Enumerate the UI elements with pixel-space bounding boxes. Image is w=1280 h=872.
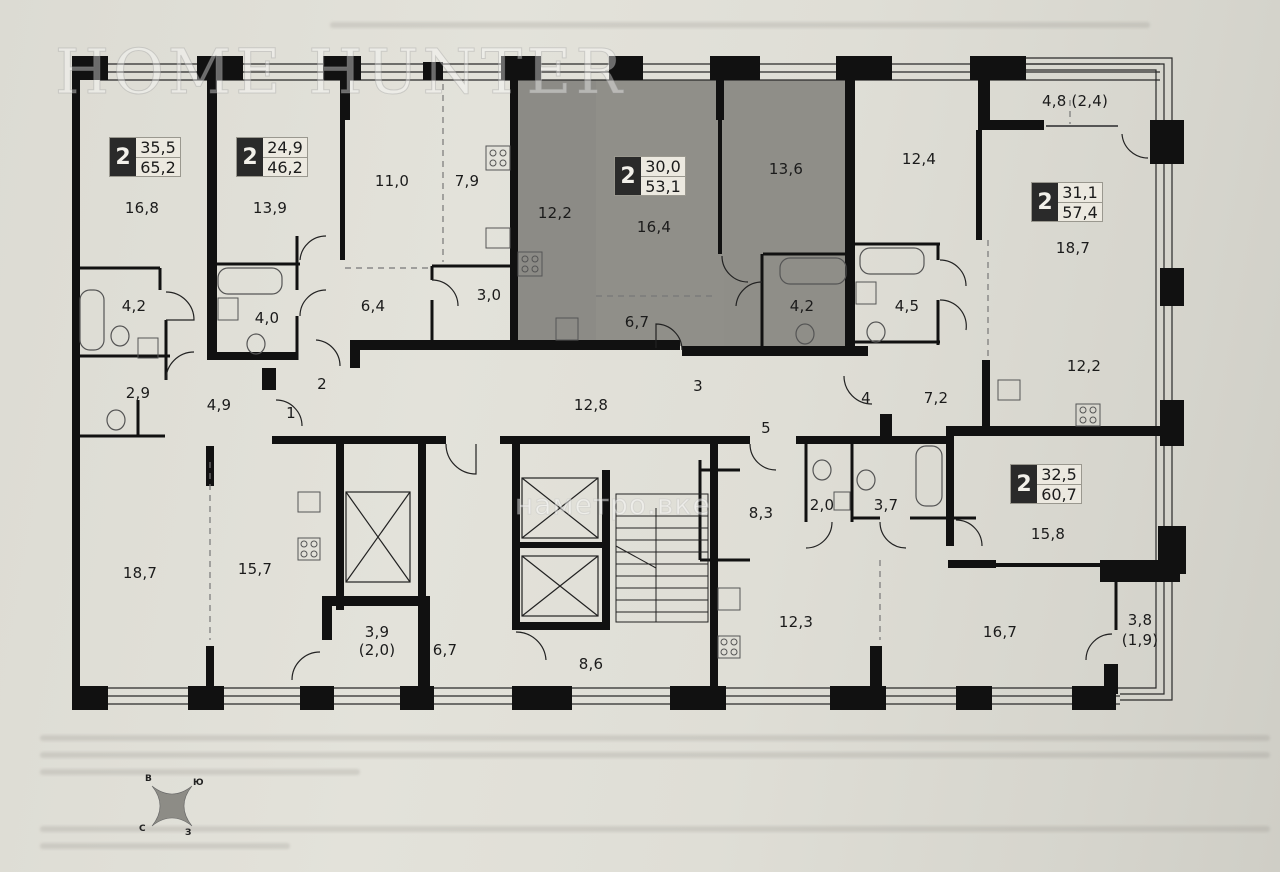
room-count: 2 bbox=[615, 157, 641, 195]
total-area: 60,7 bbox=[1041, 484, 1077, 504]
room-area-label: 6,7 bbox=[624, 313, 650, 331]
compass-label: Ю bbox=[193, 778, 204, 788]
background-text bbox=[40, 843, 290, 849]
living-area: 35,5 bbox=[136, 138, 180, 158]
room-area-label: 2,0 bbox=[809, 496, 835, 514]
room-area-label: 4,2 bbox=[789, 297, 815, 315]
room-area-label: 16,4 bbox=[636, 218, 672, 236]
total-area: 57,4 bbox=[1062, 202, 1098, 222]
room-area-label: 16,8 bbox=[124, 199, 160, 217]
room-area-label: 18,7 bbox=[122, 564, 158, 582]
compass-label: В bbox=[145, 774, 152, 784]
room-count: 2 bbox=[110, 138, 136, 176]
room-count: 2 bbox=[1032, 183, 1058, 221]
room-area-label: 18,7 bbox=[1055, 239, 1091, 257]
total-area: 65,2 bbox=[140, 157, 176, 177]
compass-rose bbox=[151, 785, 193, 827]
room-area-label: 4,5 bbox=[894, 297, 920, 315]
room-area-label: 3,0 bbox=[476, 286, 502, 304]
background-text bbox=[40, 769, 360, 775]
toilets bbox=[106, 321, 886, 491]
room-area-label: 12,3 bbox=[778, 613, 814, 631]
stoves bbox=[297, 145, 1101, 659]
living-area: 32,5 bbox=[1037, 465, 1081, 485]
storage-area-label-sub: (2,0) bbox=[358, 641, 396, 659]
entrance-number: 1 bbox=[286, 404, 296, 422]
sinks bbox=[137, 227, 1021, 611]
room-area-label: 12,2 bbox=[1066, 357, 1102, 375]
lift-shafts bbox=[345, 477, 599, 617]
room-area-label: 4,0 bbox=[254, 309, 280, 327]
storage-area-label: 3,9 bbox=[364, 623, 390, 641]
living-area: 31,1 bbox=[1058, 183, 1102, 203]
total-area: 53,1 bbox=[645, 176, 681, 196]
room-area-label: 13,9 bbox=[252, 199, 288, 217]
room-area-label: 6,7 bbox=[432, 641, 458, 659]
room-area-label: 4,9 bbox=[206, 396, 232, 414]
room-area-label: 12,2 bbox=[537, 204, 573, 222]
room-area-label: 7,9 bbox=[454, 172, 480, 190]
balcony-area-label: 4,8 (2,4) bbox=[1042, 92, 1108, 110]
entrance-number: 5 bbox=[761, 419, 771, 437]
balcony-area-label-sub: (1,9) bbox=[1121, 631, 1159, 649]
living-area: 24,9 bbox=[263, 138, 307, 158]
room-count: 2 bbox=[237, 138, 263, 176]
room-area-label: 15,7 bbox=[237, 560, 273, 578]
room-area-label: 7,2 bbox=[923, 389, 949, 407]
room-area-label: 4,2 bbox=[121, 297, 147, 315]
room-area-label: 15,8 bbox=[1030, 525, 1066, 543]
entrance-number: 4 bbox=[861, 389, 871, 407]
background-text bbox=[40, 752, 1270, 758]
room-area-label: 6,4 bbox=[360, 297, 386, 315]
doors bbox=[165, 133, 1149, 681]
living-area: 30,0 bbox=[641, 157, 685, 177]
compass-label: З bbox=[185, 828, 192, 838]
room-area-label: 8,6 bbox=[578, 655, 604, 673]
room-area-label: 3,7 bbox=[873, 496, 899, 514]
staircase bbox=[615, 493, 709, 623]
room-area-label: 2,9 bbox=[125, 384, 151, 402]
room-area-label: 12,8 bbox=[573, 396, 609, 414]
entrance-number: 2 bbox=[317, 375, 327, 393]
balcony-area-label: 3,8 bbox=[1127, 611, 1153, 629]
total-area: 46,2 bbox=[267, 157, 303, 177]
room-area-label: 11,0 bbox=[374, 172, 410, 190]
room-area-label: 13,6 bbox=[768, 160, 804, 178]
compass: В Ю С З bbox=[135, 770, 215, 840]
room-area-label: 12,4 bbox=[901, 150, 937, 168]
background-text bbox=[40, 735, 1270, 741]
compass-label: С bbox=[139, 824, 146, 834]
entrance-number: 3 bbox=[693, 377, 703, 395]
room-count: 2 bbox=[1011, 465, 1037, 503]
background-text bbox=[330, 22, 1150, 28]
room-area-label: 8,3 bbox=[748, 504, 774, 522]
background-text bbox=[40, 826, 1270, 832]
room-area-label: 16,7 bbox=[982, 623, 1018, 641]
bathtubs bbox=[79, 247, 943, 507]
